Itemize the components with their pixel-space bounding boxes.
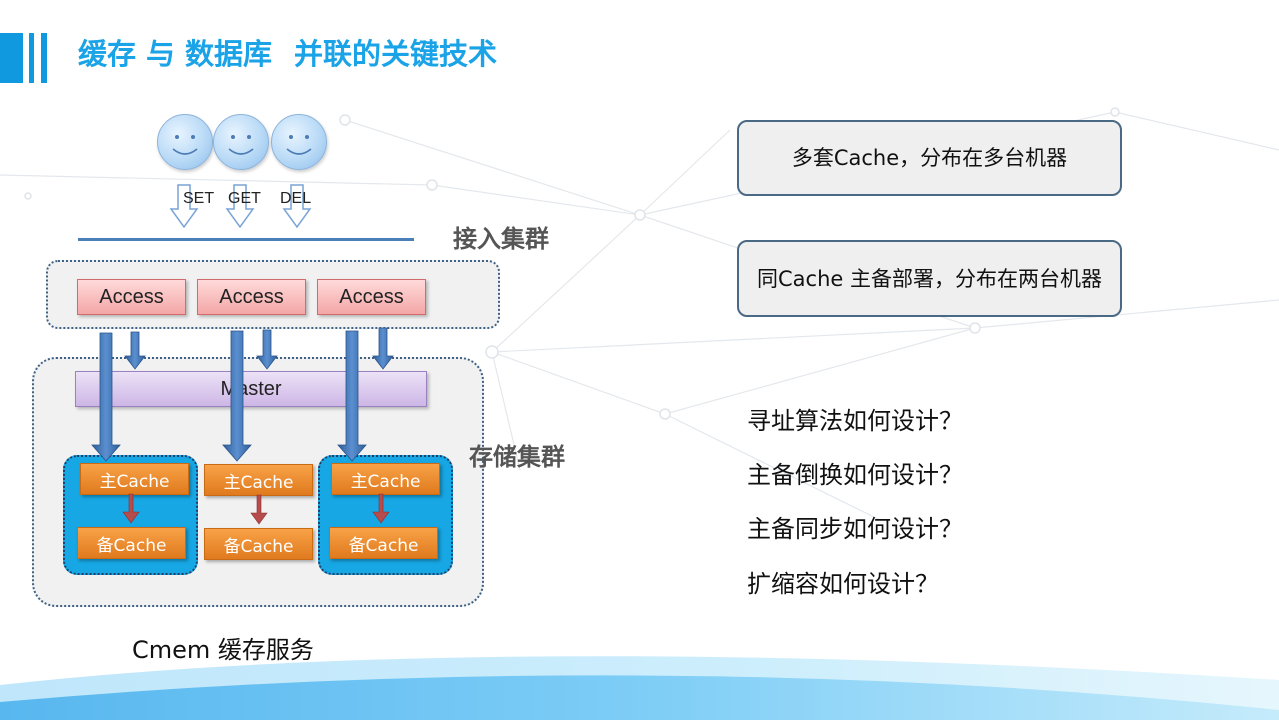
note-text: 同Cache 主备部署，分布在两台机器 bbox=[757, 266, 1102, 291]
page-title: 缓存与数据库并联的关键技术 bbox=[78, 32, 497, 76]
op-label-set: SET bbox=[183, 190, 215, 207]
master-node: Master bbox=[75, 371, 427, 407]
client-face-icon bbox=[213, 114, 269, 170]
backup-cache-node: 备Cache bbox=[77, 527, 186, 559]
access-node: Access bbox=[197, 279, 306, 315]
bottom-wave-decoration bbox=[0, 656, 1279, 720]
question-item: 主备倒换如何设计？ bbox=[747, 461, 963, 489]
note-text: 多套Cache，分布在多台机器 bbox=[791, 146, 1068, 170]
title-part-tech: 并联的关键技术 bbox=[294, 37, 498, 71]
title-part-database: 数据库 bbox=[185, 37, 273, 71]
down-arrow-del bbox=[282, 184, 312, 229]
primary-cache-node: 主Cache bbox=[331, 463, 440, 495]
backup-cache-node: 备Cache bbox=[204, 528, 313, 560]
header-bar-thin bbox=[29, 33, 34, 83]
primary-cache-node: 主Cache bbox=[80, 463, 189, 495]
header-bar-thin bbox=[41, 33, 47, 83]
service-label: Cmem 缓存服务 bbox=[132, 636, 314, 664]
access-cluster-label: 接入集群 bbox=[453, 225, 549, 253]
note-box: 同Cache 主备部署，分布在两台机器 bbox=[737, 240, 1122, 317]
title-part-cache: 缓存 bbox=[78, 37, 137, 71]
op-label-del: DEL bbox=[280, 190, 312, 207]
access-node: Access bbox=[317, 279, 426, 315]
backup-cache-node: 备Cache bbox=[329, 527, 438, 559]
down-arrow-get bbox=[225, 184, 255, 229]
question-item: 扩缩容如何设计？ bbox=[747, 570, 939, 598]
client-bus-line bbox=[78, 238, 414, 241]
client-face-icon bbox=[271, 114, 327, 170]
question-item: 寻址算法如何设计？ bbox=[747, 407, 963, 435]
question-item: 主备同步如何设计？ bbox=[747, 515, 963, 543]
note-box: 多套Cache，分布在多台机器 bbox=[737, 120, 1122, 196]
storage-cluster-label: 存储集群 bbox=[469, 443, 565, 471]
title-part-and: 与 bbox=[146, 37, 176, 71]
primary-cache-node: 主Cache bbox=[204, 464, 313, 496]
client-face-icon bbox=[157, 114, 213, 170]
down-arrow-set bbox=[169, 184, 199, 229]
header-bar-thick bbox=[0, 33, 23, 83]
access-node: Access bbox=[77, 279, 186, 315]
op-label-get: GET bbox=[228, 190, 261, 207]
